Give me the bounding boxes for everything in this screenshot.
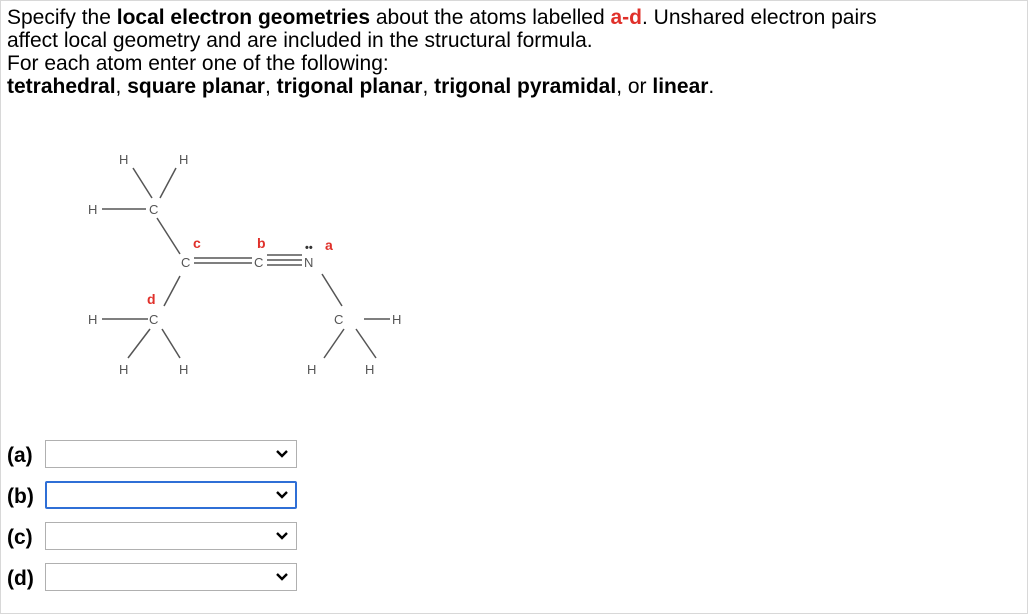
structural-formula: H H H C C C N •• H C C H H H H H a b c d — [88, 152, 401, 377]
option-separator: , — [422, 75, 435, 98]
atom-c: C — [181, 255, 190, 270]
label-a: a — [325, 237, 333, 253]
option-trigonal-pyramidal: trigonal pyramidal — [434, 75, 617, 98]
geometry-select-d[interactable] — [45, 563, 297, 591]
bond — [161, 328, 181, 359]
label-d: d — [147, 291, 156, 307]
option-trigonal-planar: trigonal planar — [276, 75, 423, 98]
atom-c: C — [334, 312, 343, 327]
bond — [355, 328, 377, 359]
option-separator: . — [708, 75, 715, 98]
chevron-down-icon — [276, 491, 288, 499]
label-b: b — [257, 235, 266, 251]
atom-h: H — [392, 312, 401, 327]
question-text-segment: Specify the — [7, 6, 117, 29]
question-text: Specify the local electron geometries ab… — [7, 6, 1017, 98]
geometry-select-c[interactable] — [45, 522, 297, 550]
atom-c: C — [149, 312, 158, 327]
bond — [156, 217, 181, 255]
atom-h: H — [179, 152, 188, 167]
atom-c: C — [149, 202, 158, 217]
question-line-1: Specify the local electron geometries ab… — [7, 6, 1017, 29]
option-tetrahedral: tetrahedral — [7, 75, 116, 98]
chevron-down-icon — [276, 573, 288, 581]
question-emphasis: local electron geometries — [116, 6, 370, 29]
bond — [127, 328, 151, 359]
question-options-line: tetrahedral, square planar, trigonal pla… — [7, 75, 1017, 98]
question-text-segment: . Unshared electron pairs — [642, 6, 877, 29]
atom-h: H — [179, 362, 188, 377]
bond — [323, 328, 345, 359]
answer-label-d: (d) — [7, 567, 34, 590]
atom-c: C — [254, 255, 263, 270]
atom-h: H — [119, 362, 128, 377]
label-c: c — [193, 235, 201, 251]
atom-range-label: a-d — [610, 6, 643, 29]
bond — [132, 167, 153, 199]
option-separator: , or — [616, 75, 653, 98]
bond — [163, 275, 181, 307]
atom-h: H — [365, 362, 374, 377]
geometry-select-a[interactable] — [45, 440, 297, 468]
question-text-segment: about the atoms labelled — [370, 6, 611, 29]
question-line-3: For each atom enter one of the following… — [7, 52, 389, 75]
question-line-2: affect local geometry and are included i… — [7, 29, 593, 52]
chevron-down-icon — [276, 532, 288, 540]
lone-pair: •• — [305, 242, 313, 254]
chevron-down-icon — [276, 450, 288, 458]
atom-h: H — [119, 152, 128, 167]
atom-h: H — [88, 202, 97, 217]
atom-n: N — [304, 255, 313, 270]
option-separator: , — [264, 75, 277, 98]
answer-label-a: (a) — [7, 444, 33, 467]
bond — [159, 167, 177, 199]
atom-h: H — [307, 362, 316, 377]
answer-label-b: (b) — [7, 485, 34, 508]
option-linear: linear — [652, 75, 709, 98]
answer-label-c: (c) — [7, 526, 33, 549]
option-square-planar: square planar — [127, 75, 265, 98]
option-separator: , — [115, 75, 128, 98]
atom-h: H — [88, 312, 97, 327]
geometry-select-b[interactable] — [45, 481, 297, 509]
bond — [321, 273, 343, 307]
